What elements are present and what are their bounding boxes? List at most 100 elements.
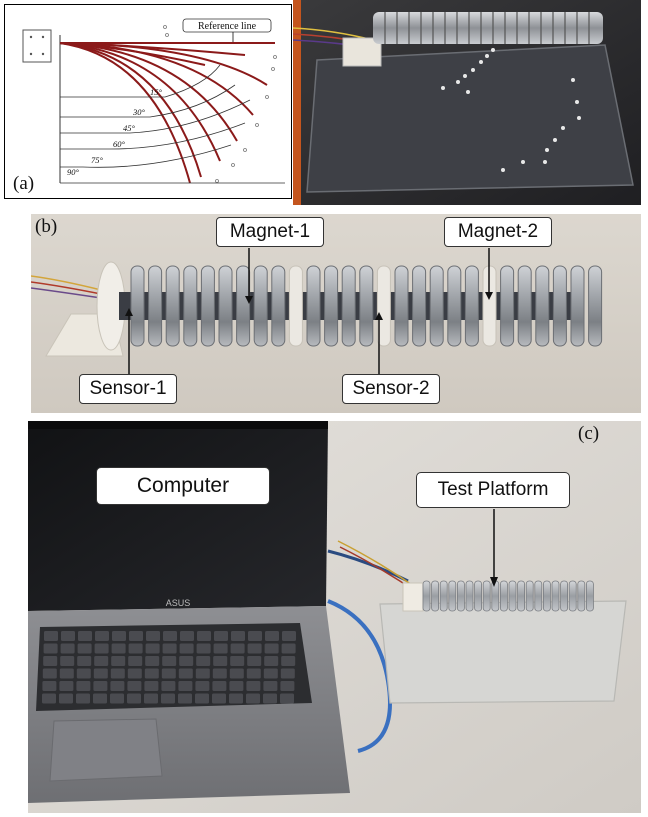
keyboard-key — [180, 631, 194, 641]
metal-ring — [236, 265, 251, 347]
metal-ring-small — [439, 580, 448, 612]
metal-ring-small — [482, 580, 491, 612]
metal-ring-small — [568, 580, 577, 612]
keyboard-key — [78, 631, 92, 641]
keyboard-key — [111, 656, 126, 666]
keyboard-key — [178, 693, 192, 704]
keyboard-key — [229, 681, 244, 691]
angle-label-45: 45° — [123, 123, 136, 133]
metal-ring-small — [474, 580, 483, 612]
metal-ring-small — [422, 580, 431, 612]
metal-ring — [394, 265, 409, 347]
keyboard-key — [161, 668, 176, 679]
angle-label-15: 15° — [150, 87, 163, 97]
keyboard-key — [146, 631, 160, 641]
angle-label-60: 60° — [113, 139, 126, 149]
angle-label-75: 75° — [91, 155, 104, 165]
metal-ring — [306, 265, 321, 347]
bending-schematic-panel: Reference line — [4, 4, 292, 199]
magnet-2-callout: Magnet-2 — [444, 217, 552, 247]
magnet-ring — [288, 265, 303, 347]
keyboard-key — [212, 681, 227, 691]
keyboard-key — [127, 668, 142, 679]
keyboard-key — [95, 631, 109, 641]
metal-ring — [341, 265, 356, 347]
test-platform-arrow — [490, 509, 498, 587]
keyboard-key — [195, 681, 210, 691]
metal-ring — [130, 265, 145, 347]
magnet-ring — [376, 265, 391, 347]
keyboard-key — [94, 643, 109, 654]
metal-ring — [324, 265, 339, 347]
keyboard-key — [179, 643, 194, 654]
metal-ring — [429, 265, 444, 347]
panel-label-b: (b) — [35, 216, 58, 237]
bending-schematic: Reference line — [22, 18, 285, 184]
keyboard-key — [229, 668, 244, 679]
keyboard-key — [213, 643, 228, 654]
keyboard-key — [195, 693, 209, 704]
keyboard-key — [230, 656, 245, 666]
keyboard-key — [263, 693, 277, 704]
panel-label-c: (c) — [578, 423, 600, 444]
callout-arrows — [125, 248, 493, 374]
keyboard-key — [60, 643, 75, 654]
ring-tube-top — [373, 12, 603, 44]
keyboard-key — [162, 656, 177, 666]
keyboard-key — [213, 656, 228, 666]
metal-ring-small — [551, 580, 560, 612]
keyboard-key — [264, 643, 279, 654]
keyboard-key — [195, 668, 210, 679]
metal-ring-small — [586, 580, 594, 612]
keyboard-key — [111, 643, 126, 654]
keyboard-key — [178, 668, 193, 679]
keyboard-key — [214, 631, 228, 641]
metal-ring-small — [543, 580, 551, 612]
metal-ring-small — [465, 580, 474, 612]
keyboard-key — [60, 656, 75, 666]
keyboard-key — [282, 631, 296, 641]
keyboard-key — [93, 668, 108, 679]
keyboard-key — [144, 668, 159, 679]
metal-ring — [552, 265, 567, 347]
keyboard-key — [93, 693, 107, 704]
keyboard-key — [263, 668, 278, 679]
metal-ring — [500, 265, 515, 347]
keyboard-key — [42, 681, 57, 691]
sensor-1-callout: Sensor-1 — [79, 374, 177, 404]
metal-ring — [165, 265, 180, 347]
metal-ring-small — [560, 580, 568, 612]
metal-ring — [148, 265, 163, 347]
metal-ring — [183, 265, 198, 347]
laptop-touchpad — [49, 718, 163, 782]
angle-label-30: 30° — [132, 107, 146, 117]
keyboard-key — [110, 681, 125, 691]
keyboard-key — [247, 643, 262, 654]
keyboard-key — [264, 656, 279, 666]
metal-ring-small — [508, 580, 517, 612]
keyboard-key — [161, 693, 175, 704]
platform-photo — [293, 0, 641, 205]
metal-ring — [271, 265, 286, 347]
keyboard-key — [76, 668, 91, 679]
keyboard-key — [246, 668, 261, 679]
keyboard-key — [43, 643, 58, 654]
sensor-tube-photo: (b) Magnet-1 Magnet-2 Sensor-1 Sensor-2 — [31, 214, 641, 413]
keyboard-key — [128, 643, 143, 654]
metal-ring — [253, 265, 268, 347]
keyboard-key — [42, 668, 57, 679]
metal-ring — [447, 265, 462, 347]
keyboard-key — [129, 631, 143, 641]
keyboard-key — [196, 656, 211, 666]
bending-curves — [59, 42, 268, 184]
glass-plate — [306, 44, 634, 193]
keyboard-key — [128, 656, 143, 666]
metal-ring — [464, 265, 479, 347]
metal-ring — [517, 265, 532, 347]
keyboard-key — [110, 693, 124, 704]
keyboard-key — [178, 681, 193, 691]
keyboard-key — [248, 631, 262, 641]
keyboard-key — [247, 656, 262, 666]
keyboard-key — [77, 643, 92, 654]
keyboard-key — [59, 693, 73, 704]
